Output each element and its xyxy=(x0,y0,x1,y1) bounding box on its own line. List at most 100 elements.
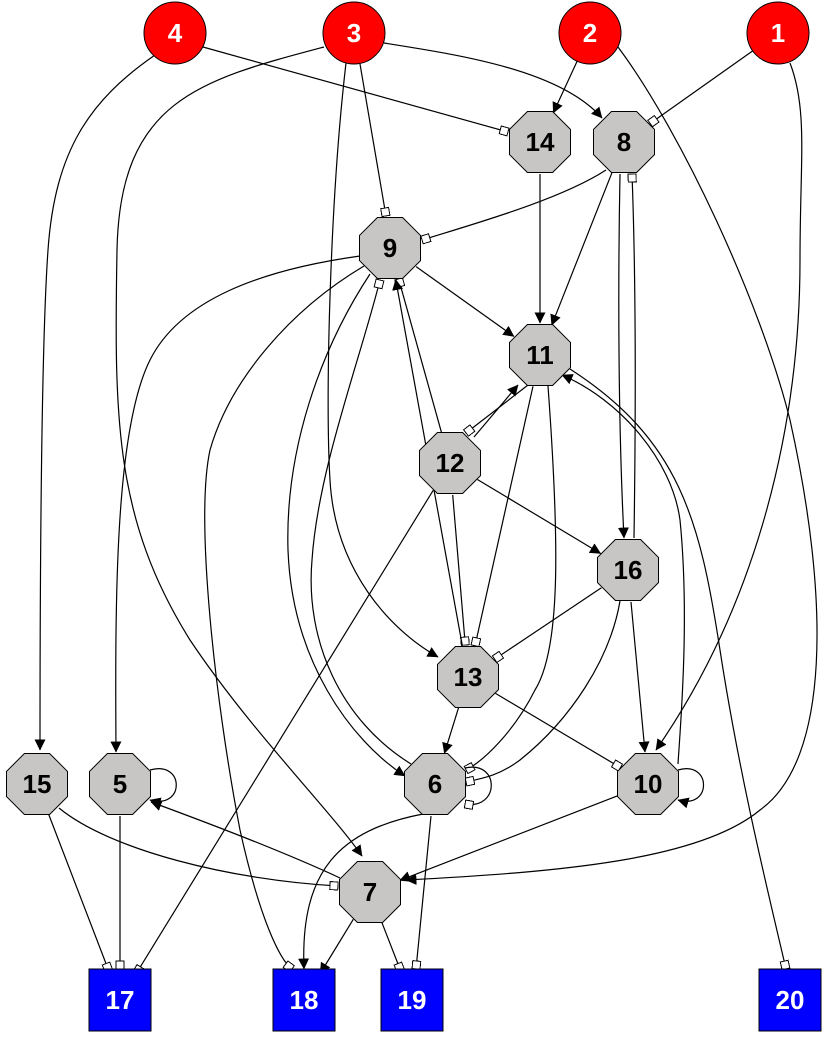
node-5: 5 xyxy=(89,753,151,815)
node-14-label: 14 xyxy=(526,127,555,157)
edge-7-to-19 xyxy=(381,921,401,971)
node-6: 6 xyxy=(404,753,466,815)
node-2-label: 2 xyxy=(583,18,597,48)
node-17-label: 17 xyxy=(106,985,135,1015)
node-12: 12 xyxy=(419,432,481,494)
edge-7-to-18 xyxy=(319,918,354,974)
edge-1-to-10 xyxy=(655,62,803,751)
node-16-label: 16 xyxy=(614,555,643,585)
node-20: 20 xyxy=(758,968,822,1032)
node-13: 13 xyxy=(437,646,499,708)
node-7-shape xyxy=(339,861,401,923)
node-3-label: 3 xyxy=(347,18,361,48)
node-4: 4 xyxy=(143,1,207,65)
edge-12-to-17 xyxy=(136,489,434,973)
node-14: 14 xyxy=(509,111,571,173)
node-11-shape xyxy=(509,324,571,386)
node-10-label: 10 xyxy=(634,769,663,799)
node-18-label: 18 xyxy=(290,985,319,1015)
node-13-shape xyxy=(437,646,499,708)
edge-4-to-14 xyxy=(202,46,508,132)
node-6-shape xyxy=(404,753,466,815)
node-9-shape xyxy=(359,217,421,279)
edge-9-to-6 xyxy=(287,273,406,777)
edge-11-to-6 xyxy=(466,385,557,770)
node-7-label: 7 xyxy=(363,877,377,907)
edge-3-to-8 xyxy=(383,42,603,119)
edge-10-to-7 xyxy=(399,795,619,882)
node-7: 7 xyxy=(339,861,401,923)
edge-6-to-19 xyxy=(416,815,432,969)
edge-12-to-9 xyxy=(399,279,442,433)
node-3: 3 xyxy=(322,1,386,65)
node-1: 1 xyxy=(746,1,810,65)
edges-layer xyxy=(34,42,818,974)
edge-16-to-6 xyxy=(466,600,621,782)
edge-3-to-9 xyxy=(359,63,386,216)
node-11-label: 11 xyxy=(526,340,554,370)
edge-16-to-13 xyxy=(495,587,602,659)
edge-11-to-20 xyxy=(569,368,786,969)
node-4-label: 4 xyxy=(168,18,183,48)
edge-12-to-11 xyxy=(473,384,519,438)
edge-9-to-11 xyxy=(415,266,515,337)
edge-13-to-6 xyxy=(442,707,460,754)
node-10: 10 xyxy=(617,753,679,815)
node-1-label: 1 xyxy=(771,18,785,48)
edge-6-to-6 xyxy=(465,766,492,804)
node-16-shape xyxy=(597,539,659,601)
edge-6-to-9 xyxy=(310,280,412,765)
edge-7-to-5 xyxy=(150,800,341,879)
node-3-shape xyxy=(322,1,386,65)
node-19: 19 xyxy=(380,968,444,1032)
edge-11-to-12 xyxy=(466,384,529,433)
edge-4-to-15 xyxy=(34,54,156,751)
edge-12-to-13 xyxy=(452,494,466,645)
node-20-shape xyxy=(758,968,822,1032)
edge-8-to-11 xyxy=(550,171,613,326)
node-19-label: 19 xyxy=(398,985,427,1015)
edge-11-to-13 xyxy=(475,386,534,646)
node-6-label: 6 xyxy=(428,769,442,799)
node-15-label: 15 xyxy=(23,769,52,799)
edge-9-to-18 xyxy=(204,265,365,969)
edge-10-to-11 xyxy=(561,374,685,765)
edge-16-to-10 xyxy=(630,601,650,753)
node-16: 16 xyxy=(597,539,659,601)
node-8-label: 8 xyxy=(617,127,631,157)
edge-10-to-10 xyxy=(677,768,704,809)
node-18-shape xyxy=(272,968,336,1032)
node-15-shape xyxy=(6,753,68,815)
node-1-shape xyxy=(746,1,810,65)
edge-16-to-8 xyxy=(632,174,635,539)
node-11: 11 xyxy=(509,324,571,386)
node-12-label: 12 xyxy=(436,448,465,478)
edge-13-to-10 xyxy=(495,692,621,767)
node-14-shape xyxy=(509,111,571,173)
edge-8-to-16 xyxy=(617,173,629,539)
edge-15-to-7 xyxy=(58,807,338,886)
node-17: 17 xyxy=(88,968,152,1032)
edge-12-to-16 xyxy=(477,478,602,555)
node-12-shape xyxy=(419,432,481,494)
node-13-label: 13 xyxy=(454,662,483,692)
node-17-shape xyxy=(88,968,152,1032)
edge-3-to-7 xyxy=(115,46,363,857)
edge-6-to-18 xyxy=(298,813,424,970)
edge-2-to-14 xyxy=(552,60,578,114)
node-9: 9 xyxy=(359,217,421,279)
edge-8-to-9 xyxy=(422,169,607,240)
edge-9-to-5 xyxy=(110,255,361,753)
node-18: 18 xyxy=(272,968,336,1032)
node-9-label: 9 xyxy=(383,233,397,263)
node-20-label: 20 xyxy=(776,985,805,1015)
node-8: 8 xyxy=(593,111,655,173)
node-8-shape xyxy=(593,111,655,173)
node-2: 2 xyxy=(558,1,622,65)
edge-5-to-5 xyxy=(149,768,177,809)
node-4-shape xyxy=(143,1,207,65)
edge-1-to-8 xyxy=(650,50,754,124)
node-2-shape xyxy=(558,1,622,65)
